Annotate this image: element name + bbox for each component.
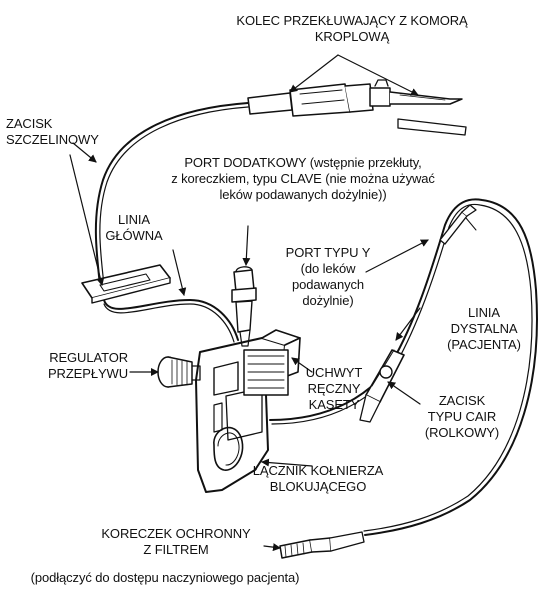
roller-clamp [360, 350, 404, 422]
spike-drip-chamber [248, 80, 462, 116]
slide-clamp [82, 265, 170, 303]
filter-cap [280, 532, 364, 558]
label-filter-cap: KORECZEK OCHRONNY Z FILTREM [90, 526, 262, 558]
label-slide-clamp: ZACISK SZCZELINOWY [6, 116, 99, 148]
label-cassette-handle: UCHWYT RĘCZNY KASETY [304, 365, 364, 413]
label-luer-lock: ŁĄCZNIK KOŁNIERZA BLOKUJĄCEGO [236, 463, 400, 495]
label-flow-regulator: REGULATOR PRZEPŁYWU [30, 350, 128, 382]
label-aux-port: PORT DODATKOWY (wstępnie przekłuty, z ko… [148, 155, 458, 203]
label-main-line: LINIA GŁÓWNA [102, 212, 166, 244]
label-y-port: PORT TYPU Y (do leków podawanych dożylni… [276, 245, 380, 309]
spike-cap [398, 119, 466, 135]
label-distal-line: LINIA DYSTALNA (PACJENTA) [440, 305, 528, 353]
label-filter-cap-note: (podłączyć do dostępu naczyniowego pacje… [0, 570, 330, 586]
flow-regulator [158, 357, 200, 387]
label-spike: KOLEC PRZEKŁUWAJĄCY Z KOMORĄ KROPLOWĄ [232, 13, 472, 45]
label-roller-clamp: ZACISK TYPU CAIR (ROLKOWY) [422, 393, 502, 441]
